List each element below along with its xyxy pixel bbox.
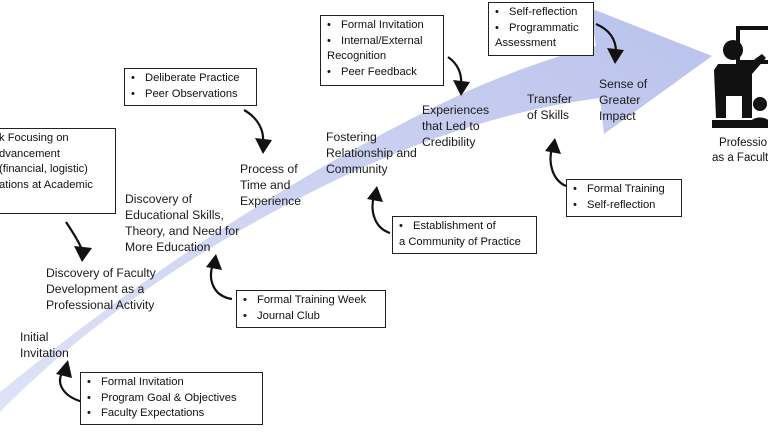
box-initial-supports: Formal Invitation Program Goal & Objecti… — [80, 372, 263, 425]
arrowhead-community — [367, 186, 383, 202]
end-label-line: Professio — [719, 137, 767, 149]
box-item: Peer Observations — [131, 87, 250, 103]
stage-discovery-faculty-development: Discovery of Faculty Development as a Pr… — [46, 266, 156, 312]
stage-transfer-of-skills: Transfer of Skills — [527, 92, 572, 122]
box-item: Formal Invitation — [87, 375, 256, 391]
box-deliberate-practice: Deliberate Practice Peer Observations — [124, 68, 257, 106]
arrowhead-training — [206, 254, 222, 270]
box-item: Formal Training Week — [243, 293, 379, 309]
box-item: Programmatic — [495, 21, 587, 37]
box-item: Program Goal & Objectives — [87, 391, 256, 407]
box-item: Journal Club — [243, 309, 379, 325]
box-community-practice: Establishment of a Community of Practice — [392, 216, 537, 254]
box-item: Formal Training — [573, 182, 675, 198]
stage-experiences-credibility: Experiences that Led to Credibility — [422, 103, 490, 149]
box-impact-supports: Self-reflection Programmatic Assessment — [488, 2, 594, 56]
box-item: k Focusing on — [0, 132, 69, 144]
box-item: a Community of Practice — [399, 235, 521, 248]
box-item: Internal/External — [327, 34, 437, 50]
box-item: Establishment of — [399, 219, 530, 235]
arrowhead-transfer — [545, 138, 561, 154]
curved-arrow-credibility — [447, 56, 463, 85]
box-item: Recognition — [327, 50, 387, 62]
curved-arrow-transfer — [549, 147, 567, 188]
box-item: (financial, logistic) — [0, 163, 88, 175]
stage-initial-invitation: Initial Invitation — [20, 330, 69, 360]
box-item: Assessment — [495, 37, 556, 49]
box-work-focus: k Focusing on dvancement (financial, log… — [0, 128, 116, 214]
arrowhead-credibility — [453, 80, 470, 96]
box-item: ations at Academic — [0, 178, 93, 191]
stage-fostering-relationship: Fostering Relationship and Community — [326, 130, 417, 176]
box-credibility-supports: Formal Invitation Internal/External Reco… — [320, 15, 444, 86]
box-training-week: Formal Training Week Journal Club — [236, 290, 386, 328]
stage-sense-greater-impact: Sense of Greater Impact — [599, 77, 648, 123]
stage-process-time-experience: Process of Time and Experience — [240, 162, 301, 208]
box-item: Formal Invitation — [327, 18, 437, 34]
box-item: Faculty Expectations — [87, 406, 256, 422]
end-label: Professio as a Faculty — [712, 136, 768, 166]
box-item: Self-reflection — [573, 198, 675, 214]
box-item: Peer Feedback — [327, 65, 437, 81]
box-item: Self-reflection — [495, 5, 587, 21]
curved-arrow-deliberate — [243, 109, 265, 143]
arrowhead-impact — [607, 48, 624, 64]
arrowhead-deliberate — [255, 138, 272, 154]
arrowhead-work — [74, 246, 92, 262]
stage-discovery-educational-skills: Discovery of Educational Skills, Theory,… — [125, 192, 240, 254]
end-label-line: as a Faculty — [712, 152, 768, 164]
box-item: dvancement — [0, 147, 60, 160]
progression-arrow — [0, 8, 712, 412]
teacher-presenting-icon — [712, 26, 768, 128]
curved-arrow-work — [65, 221, 84, 251]
box-item: Deliberate Practice — [131, 71, 250, 87]
arrowhead-initial — [56, 360, 72, 378]
box-transfer-supports: Formal Training Self-reflection — [566, 179, 682, 217]
